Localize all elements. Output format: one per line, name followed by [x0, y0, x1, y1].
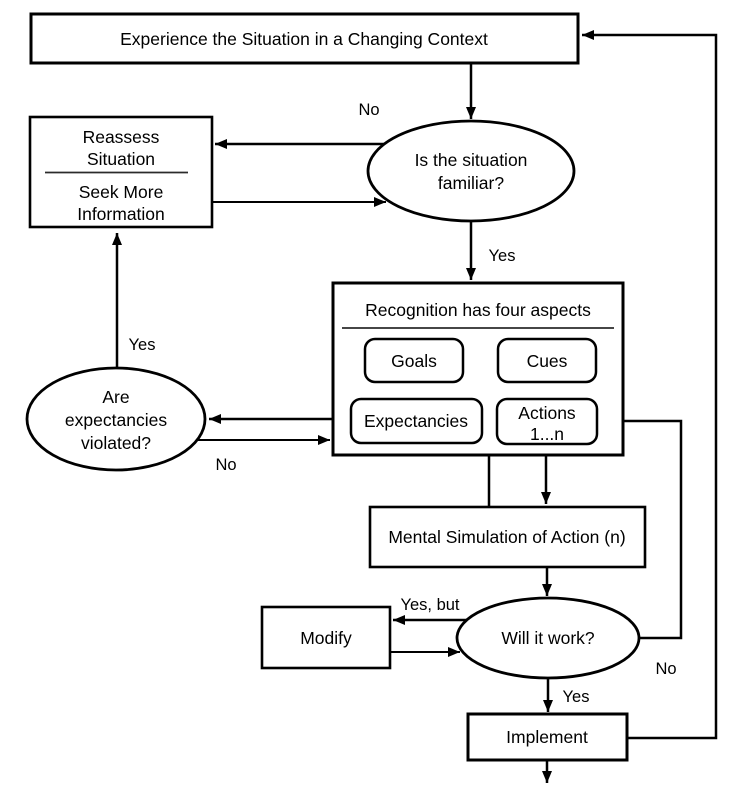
- violated-label-line2: expectancies: [65, 410, 167, 430]
- label-work-yes-but: Yes, but: [400, 596, 459, 614]
- implement-label: Implement: [506, 727, 588, 747]
- node-implement: Implement: [466, 712, 629, 762]
- mental-simulation-box: [368, 505, 647, 569]
- reassess-label-line2: Situation: [87, 149, 155, 169]
- edge-labels: No Yes Yes No Yes, but No Yes: [129, 101, 677, 706]
- actions-label-line2: 1...n: [530, 424, 564, 444]
- reassess-label-line1: Reassess: [83, 127, 160, 147]
- cues-box: [496, 337, 598, 384]
- node-mental-simulation: Mental Simulation of Action (n): [368, 505, 647, 569]
- cues-label: Cues: [527, 351, 568, 371]
- node-violated: Are expectancies violated?: [25, 366, 207, 472]
- violated-label-line3: violated?: [81, 433, 151, 453]
- node-will-it-work: Will it work?: [455, 596, 641, 680]
- expectancies-label: Expectancies: [364, 411, 468, 431]
- will-it-work-label: Will it work?: [501, 628, 595, 648]
- actions-box: [495, 397, 599, 446]
- familiar-ellipse: [366, 119, 576, 223]
- expectancies-box: [349, 397, 484, 445]
- violated-ellipse: [25, 366, 207, 472]
- label-work-yes: Yes: [563, 688, 590, 706]
- actions-label-line1: Actions: [518, 403, 576, 423]
- label-familiar-yes: Yes: [489, 247, 516, 265]
- modify-label: Modify: [300, 628, 352, 648]
- node-recognition: Recognition has four aspects Goals Cues …: [331, 281, 625, 457]
- implement-box: [466, 712, 629, 762]
- reassess-label-line3: Seek More: [79, 182, 164, 202]
- modify-box: [260, 605, 392, 670]
- goals-box: [363, 337, 465, 384]
- familiar-label-line2: familiar?: [438, 173, 504, 193]
- goals-label: Goals: [391, 351, 437, 371]
- connectors: [112, 30, 718, 783]
- violated-label-line1: Are: [102, 387, 129, 407]
- label-violated-yes: Yes: [129, 336, 156, 354]
- node-experience: Experience the Situation in a Changing C…: [29, 12, 580, 65]
- mental-simulation-label: Mental Simulation of Action (n): [388, 527, 625, 547]
- node-reassess: Reassess Situation Seek More Information: [28, 115, 214, 229]
- recognition-title: Recognition has four aspects: [365, 300, 591, 320]
- label-familiar-no: No: [358, 101, 379, 119]
- node-modify: Modify: [260, 605, 392, 670]
- label-violated-no: No: [215, 456, 236, 474]
- reassess-label-line4: Information: [77, 204, 165, 224]
- label-work-no: No: [655, 660, 676, 678]
- familiar-label-line1: Is the situation: [415, 150, 528, 170]
- edge-work-no-to-actions: [601, 416, 683, 640]
- experience-box: [29, 12, 580, 65]
- edge-implement-loop-to-experience: [582, 30, 718, 740]
- node-familiar: Is the situation familiar?: [366, 119, 576, 223]
- experience-label: Experience the Situation in a Changing C…: [120, 29, 488, 49]
- will-it-work-ellipse: [455, 596, 641, 680]
